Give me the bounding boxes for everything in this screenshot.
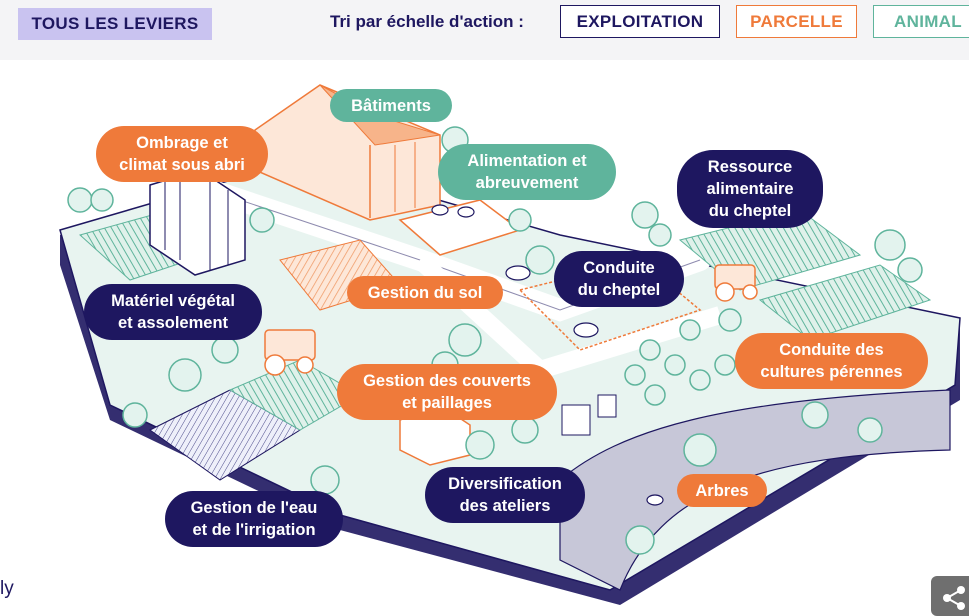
tractor-left xyxy=(264,329,316,376)
lever-conduite-cheptel-label-2: du cheptel xyxy=(577,281,661,299)
filter-animal-button[interactable]: ANIMAL xyxy=(873,5,969,38)
partial-logo-text: ly xyxy=(0,578,14,599)
lever-diversification-label-2: des ateliers xyxy=(459,497,551,515)
trees xyxy=(67,126,923,555)
share-button[interactable] xyxy=(931,576,969,616)
lever-eau-irrigation[interactable]: Gestion de l'eau et de l'irrigation xyxy=(165,491,343,547)
lever-gestion-sol-label: Gestion du sol xyxy=(367,283,483,302)
lever-cultures-perennes[interactable]: Conduite des cultures pérennes xyxy=(735,333,928,389)
lever-ombrage-label-2: climat sous abri xyxy=(119,156,245,174)
lever-materiel-vegetal-label-1: Matériel végétal xyxy=(111,292,235,310)
sort-label: Tri par échelle d'action : xyxy=(330,12,524,31)
lever-couverts-paillages-label-2: et paillages xyxy=(402,394,492,412)
lever-materiel-vegetal-label-2: et assolement xyxy=(117,314,229,332)
lever-batiments[interactable]: Bâtiments xyxy=(330,89,452,122)
lever-alimentation-label-2: abreuvement xyxy=(475,174,579,192)
lever-ressource-label-2: alimentaire xyxy=(706,180,794,198)
cows xyxy=(431,204,664,506)
lever-couverts-paillages-label-1: Gestion des couverts xyxy=(363,372,531,390)
all-levers-button[interactable]: TOUS LES LEVIERS xyxy=(18,8,212,40)
lever-batiments-label: Bâtiments xyxy=(351,96,431,115)
filter-exploitation-button[interactable]: EXPLOITATION xyxy=(560,5,720,38)
river xyxy=(559,389,951,591)
lever-materiel-vegetal[interactable]: Matériel végétal et assolement xyxy=(84,284,262,340)
lever-arbres-label: Arbres xyxy=(695,481,749,500)
lever-diversification[interactable]: Diversification des ateliers xyxy=(425,467,585,523)
lever-ressource-label-3: du cheptel xyxy=(708,202,792,220)
lever-cultures-perennes-label-2: cultures pérennes xyxy=(760,363,903,381)
lever-gestion-sol[interactable]: Gestion du sol xyxy=(347,276,503,309)
lever-ombrage-label-1: Ombrage et xyxy=(136,134,228,152)
lever-ressource[interactable]: Ressource alimentaire du cheptel xyxy=(677,150,823,228)
lever-conduite-cheptel[interactable]: Conduite du cheptel xyxy=(554,251,684,307)
tractor-right xyxy=(714,264,758,302)
lever-ombrage[interactable]: Ombrage et climat sous abri xyxy=(96,126,268,182)
lever-couverts-paillages[interactable]: Gestion des couverts et paillages xyxy=(337,364,557,420)
lever-eau-irrigation-label-1: Gestion de l'eau xyxy=(190,499,318,517)
lever-eau-irrigation-label-2: et de l'irrigation xyxy=(192,521,316,539)
lever-conduite-cheptel-label-1: Conduite xyxy=(583,259,655,277)
lever-alimentation-label-1: Alimentation et xyxy=(467,152,587,170)
lever-ressource-label-1: Ressource xyxy=(707,158,793,176)
share-icon xyxy=(943,586,965,610)
lever-diversification-label-1: Diversification xyxy=(448,475,562,493)
lever-arbres[interactable]: Arbres xyxy=(677,474,767,507)
lever-alimentation[interactable]: Alimentation et abreuvement xyxy=(438,144,616,200)
lever-cultures-perennes-label-1: Conduite des xyxy=(779,341,884,359)
filter-parcelle-button[interactable]: PARCELLE xyxy=(736,5,857,38)
